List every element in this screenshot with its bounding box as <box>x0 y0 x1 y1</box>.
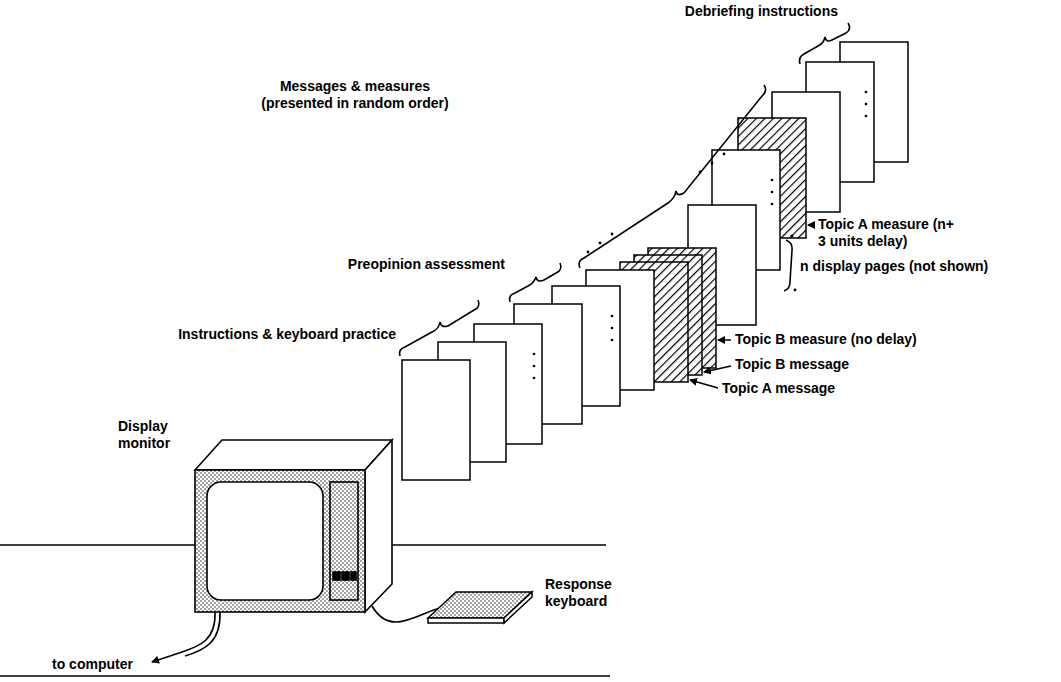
page-dot <box>611 315 614 318</box>
group-label: Instructions & keyboard practice <box>178 326 396 343</box>
page-dot <box>611 327 614 330</box>
response-keyboard <box>428 592 532 623</box>
page-dot <box>611 339 614 342</box>
page-label: Topic B measure (no delay) <box>735 331 917 348</box>
page-dot <box>865 91 868 94</box>
page-dot <box>771 191 774 194</box>
page-label: Topic B message <box>735 356 849 373</box>
page-dot <box>865 103 868 106</box>
device-label: Response keyboard <box>545 576 631 610</box>
group-label: Debriefing instructions <box>685 3 838 20</box>
page-dot <box>533 377 536 380</box>
page-label: Topic A message <box>722 380 835 397</box>
group-label: Messages & measures (presented in random… <box>250 78 460 112</box>
page-dot <box>533 353 536 356</box>
bracket-dots <box>587 153 797 292</box>
group-label: Preopinion assessment <box>348 256 505 273</box>
page-label: n display pages (not shown) <box>800 258 988 275</box>
device-label: to computer <box>52 656 133 673</box>
page-dot <box>771 203 774 206</box>
page-dot <box>533 365 536 368</box>
display-page <box>402 360 470 480</box>
display-monitor <box>195 440 392 612</box>
page-label: Topic A measure (n+ 3 units delay) <box>818 216 954 250</box>
page-dot <box>865 115 868 118</box>
group-bracket <box>400 23 850 356</box>
device-label: Display monitor <box>118 418 190 452</box>
cable <box>152 606 448 662</box>
page-dot <box>771 179 774 182</box>
